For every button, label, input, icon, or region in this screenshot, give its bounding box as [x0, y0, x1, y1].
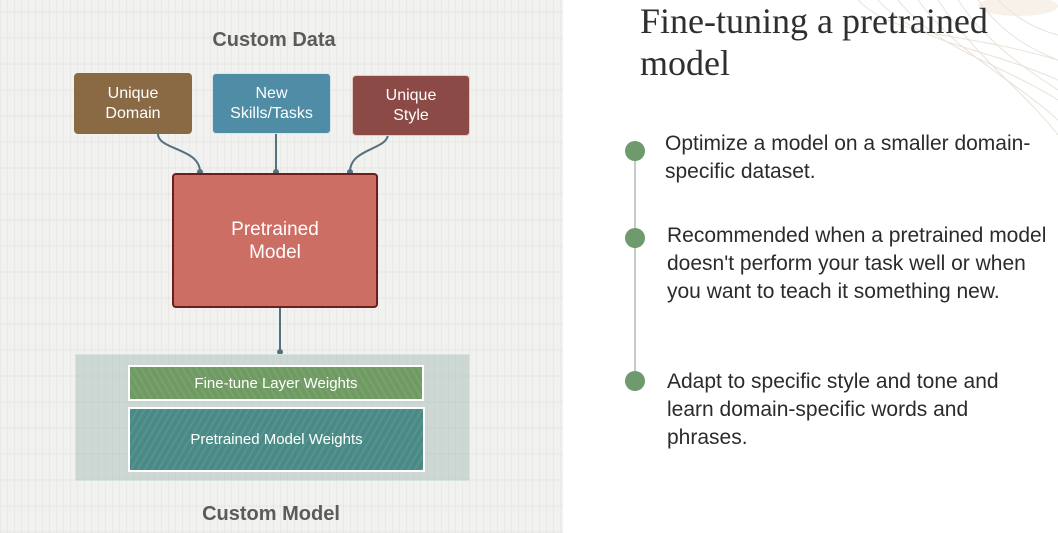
pretrained-model-weights: Pretrained Model Weights — [128, 407, 425, 472]
bullet-dot — [625, 228, 645, 248]
text-panel: Fine-tuning a pretrained model Optimize … — [563, 0, 1058, 533]
bullet-dot — [625, 141, 645, 161]
bullet-dot — [625, 371, 645, 391]
bullet-text: Adapt to specific style and tone and lea… — [667, 370, 999, 449]
pretrained-model-box: Pretrained Model — [172, 173, 378, 308]
connector-domain-to-model — [157, 133, 201, 173]
unique-domain-box: Unique Domain — [74, 73, 192, 134]
timeline-line — [634, 150, 636, 378]
unique-style-box: Unique Style — [352, 75, 470, 136]
new-skills-tasks-box: New Skills/Tasks — [212, 73, 331, 134]
custom-model-title: Custom Model — [202, 503, 340, 525]
connector-style-to-model — [349, 133, 389, 173]
slide-title: Fine-tuning a pretrained model — [640, 1, 988, 83]
diagram-panel: Custom Data Unique Domain New Skills/Tas… — [0, 0, 563, 533]
bullet-text: Recommended when a pretrained model does… — [667, 224, 1047, 303]
finetune-layer-weights: Fine-tune Layer Weights — [128, 365, 424, 401]
custom-data-title: Custom Data — [212, 29, 336, 51]
bullet-text: Optimize a model on a smaller domain-spe… — [665, 132, 1031, 183]
decorative-pattern — [857, 0, 1058, 135]
